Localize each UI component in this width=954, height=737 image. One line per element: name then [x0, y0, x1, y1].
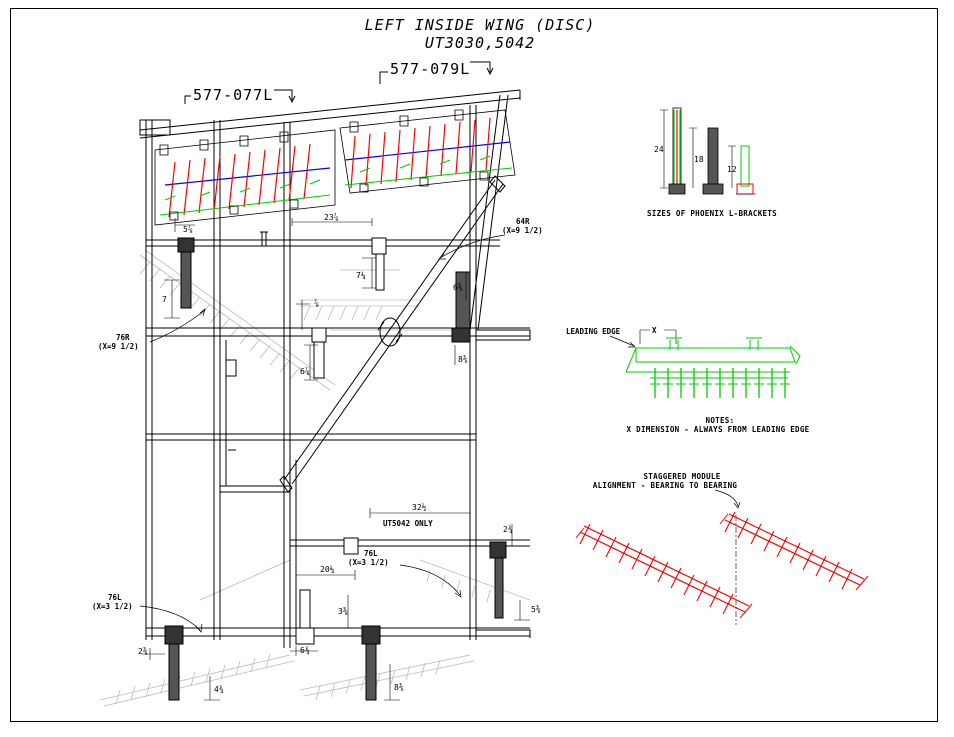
- dim-8-3-8: 8⅜: [458, 355, 468, 364]
- bracket-size-24: 24: [654, 145, 664, 154]
- dim-7-1-4: 7¼: [356, 271, 366, 280]
- part-callout-left: 577-077L: [184, 86, 296, 104]
- label-64r: 64R: [516, 217, 530, 226]
- dim-2-3-4: 2¾: [503, 525, 513, 534]
- upper-disc-module-right: [339, 109, 516, 194]
- leading-edge-label: LEADING EDGE: [566, 327, 621, 336]
- part-number-right: 577-079L: [390, 60, 470, 78]
- dim-7: 7: [162, 295, 167, 304]
- label-76r: 76R: [116, 333, 130, 342]
- mounting-blocks: [164, 237, 507, 701]
- staggered-module-diagram: [575, 489, 869, 625]
- dim-6-7-8: 6⅞: [300, 367, 310, 376]
- staggered-title: STAGGERED MODULE: [643, 472, 720, 481]
- label-76r-x: (X=9 1/2): [98, 342, 139, 351]
- dim-20-1-4: 20¼: [320, 565, 335, 574]
- notes-title: NOTES:: [706, 416, 735, 425]
- drawing-title: LEFT INSIDE WING (DISC): [365, 16, 596, 34]
- phoenix-l-brackets: [660, 107, 756, 195]
- label-76l-left: 76L: [108, 593, 122, 602]
- label-64r-x: (X=9 1/2): [502, 226, 543, 235]
- dim-4-3-4: 4¾: [214, 685, 224, 694]
- dim-5-3-8: 5⅜: [531, 605, 541, 614]
- dim-2-3-8: 2⅜: [138, 647, 148, 656]
- label-76l-left-x: (X=3 1/2): [92, 602, 133, 611]
- dim-23-7-8: 23⅞: [324, 213, 339, 222]
- dim-8-3-8-right: 8⅜: [394, 683, 404, 692]
- dim-6-3-4: 6¾: [300, 646, 310, 655]
- bracket-caption: SIZES OF PHOENIX L-BRACKETS: [647, 209, 777, 218]
- bracket-size-12: 12: [727, 165, 737, 174]
- dim-3-3-8: 3⅜: [338, 607, 348, 616]
- wing-frame: [139, 89, 531, 648]
- ut5042-only-label: UT5042 ONLY: [383, 519, 433, 528]
- label-76l-mid: 76L: [364, 549, 378, 558]
- background-disc-gangs: [99, 249, 531, 707]
- part-callout-right: 577-079L: [379, 60, 494, 84]
- part-number-left: 577-077L: [193, 86, 273, 104]
- dim-6-3-8-top: 6⅜: [453, 283, 463, 292]
- drawing-border: [10, 8, 938, 722]
- dimension-lines: [142, 218, 530, 701]
- leader-arrows: [139, 234, 506, 633]
- drawing-subtitle: UT3030,5042: [425, 34, 535, 52]
- x-dimension-label: X: [652, 326, 657, 335]
- staggered-subtitle: ALIGNMENT - BEARING TO BEARING: [593, 481, 738, 490]
- dim-32-1-2: 32½: [412, 502, 427, 512]
- dim-5-7-8: 5⅞: [183, 225, 193, 234]
- bracket-size-18: 18: [694, 155, 704, 164]
- leading-edge-diagram: [609, 329, 801, 398]
- upper-disc-module-left: [154, 129, 336, 226]
- dim-7-8: ⅞: [314, 299, 319, 308]
- label-76l-mid-x: (X=3 1/2): [348, 558, 389, 567]
- notes-text: X DIMENSION - ALWAYS FROM LEADING EDGE: [627, 425, 810, 434]
